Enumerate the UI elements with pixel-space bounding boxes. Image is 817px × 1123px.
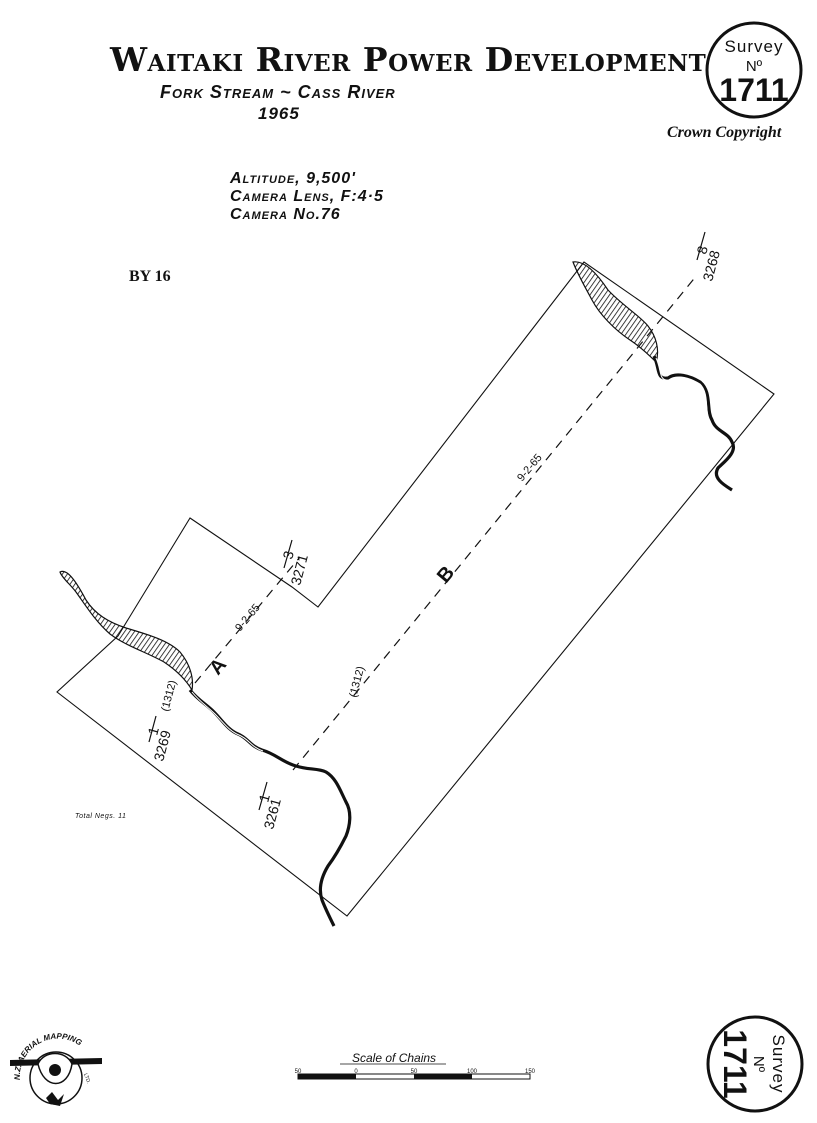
nz-aerial-mapping-logo: N.Z. AERIAL MAPPING LTD. bbox=[10, 1032, 102, 1106]
river-upper-wide bbox=[572, 261, 659, 364]
scale-ticks: 50 0 50 100 150 bbox=[295, 1069, 536, 1075]
svg-text:LTD.: LTD. bbox=[82, 1073, 91, 1085]
run-b-end-plate: 3268 bbox=[699, 248, 723, 282]
total-negatives-label: Total Negs. 11 bbox=[75, 813, 127, 820]
map-subtitle: Fork Stream ~ Cass River bbox=[160, 82, 396, 102]
camera-lens-label: Camera Lens, F:4·5 bbox=[230, 188, 384, 205]
flight-line-b bbox=[292, 274, 698, 771]
survey-stamp-bottom: Survey Nº 1711 bbox=[706, 1015, 804, 1113]
svg-text:50: 50 bbox=[411, 1069, 418, 1075]
run-a-start-neg: 1 bbox=[144, 725, 162, 737]
svg-text:50: 50 bbox=[295, 1069, 302, 1075]
run-b-scale: (1312) bbox=[347, 665, 367, 699]
run-b-end-neg: 8 bbox=[693, 244, 711, 256]
svg-text:Nº: Nº bbox=[750, 1056, 767, 1073]
svg-text:1711: 1711 bbox=[719, 72, 788, 108]
run-b-letter: B bbox=[433, 562, 459, 587]
map-year: 1965 bbox=[258, 104, 300, 123]
run-a-end-plate: 3271 bbox=[287, 552, 311, 586]
run-a-start-plate: 3269 bbox=[150, 728, 174, 762]
map-title: Waitaki River Power Development bbox=[110, 40, 707, 79]
coverage-boundary bbox=[56, 261, 775, 917]
river-lower-wide bbox=[59, 570, 194, 692]
scale-bar: Scale of Chains 50 0 50 100 150 bbox=[295, 1051, 536, 1080]
svg-text:Survey: Survey bbox=[769, 1035, 788, 1094]
run-a-scale: (1312) bbox=[159, 679, 179, 713]
svg-text:150: 150 bbox=[525, 1069, 536, 1075]
svg-text:0: 0 bbox=[354, 1069, 358, 1075]
flight-line-a bbox=[194, 556, 301, 684]
run-a-date: 9-2-65 bbox=[233, 602, 263, 634]
run-b-start-plate: 3261 bbox=[260, 796, 284, 830]
run-a-letter: A bbox=[205, 654, 231, 679]
svg-text:Survey: Survey bbox=[725, 37, 784, 56]
run-b-start-neg: 1 bbox=[255, 792, 273, 804]
scale-label: Scale of Chains bbox=[352, 1051, 436, 1065]
copyright-notice: Crown Copyright bbox=[667, 124, 782, 141]
survey-stamp-top: Survey Nº 1711 bbox=[705, 21, 803, 119]
camera-number-label: Camera No.76 bbox=[230, 206, 341, 223]
svg-text:1711: 1711 bbox=[717, 1029, 753, 1098]
svg-text:100: 100 bbox=[467, 1069, 478, 1075]
river-upper-channel bbox=[652, 355, 735, 492]
altitude-label: Altitude, 9,500' bbox=[230, 170, 356, 187]
svg-text:Nº: Nº bbox=[746, 58, 763, 75]
sortie-label: BY 16 bbox=[129, 268, 171, 285]
